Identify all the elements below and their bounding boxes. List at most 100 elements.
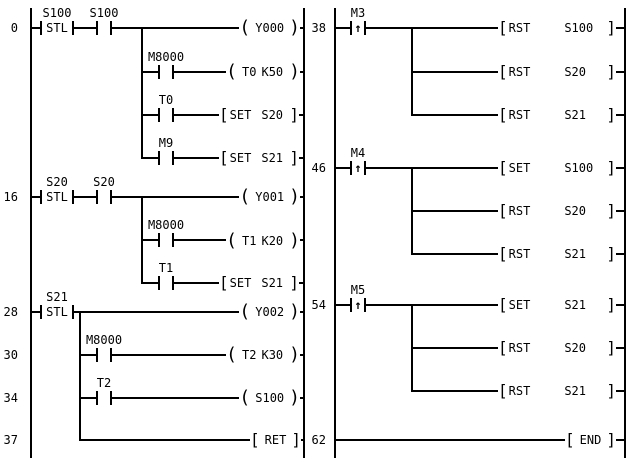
step-number: 28 [3, 305, 18, 319]
instruction-op: RST [508, 65, 531, 79]
contact-bar [158, 151, 160, 165]
contact-bar [158, 276, 160, 290]
coil-close-paren: ) [289, 344, 300, 365]
timer-coil[interactable]: ( T2 K30 ) [226, 345, 300, 365]
coil-close-paren: ) [289, 17, 300, 38]
set-instruction[interactable]: [ SET S100 ] [498, 158, 616, 178]
coil-open-paren: ( [239, 186, 251, 207]
contact-bar [172, 151, 174, 165]
rst-instruction[interactable]: [ RST S20 ] [498, 201, 616, 221]
set-instruction[interactable]: [ SET S21 ] [219, 148, 299, 168]
coil-close-paren: ) [289, 230, 300, 251]
instruction-operand: S21 [261, 151, 284, 165]
pulse-contact[interactable]: ↑ [350, 298, 366, 312]
bracket-open: [ [498, 381, 508, 400]
coil-close-paren: ) [289, 387, 300, 408]
output-coil[interactable]: ( Y001 ) [239, 187, 300, 207]
contact-bar [96, 190, 98, 204]
coil-close-paren: ) [289, 301, 300, 322]
set-instruction[interactable]: [ SET S21 ] [219, 273, 299, 293]
output-coil[interactable]: ( S100 ) [239, 388, 300, 408]
step-number: 37 [3, 433, 18, 447]
instruction-op: END [579, 433, 602, 447]
rst-instruction[interactable]: [ RST S21 ] [498, 105, 616, 125]
contact-gap [160, 233, 172, 247]
contact-bar [350, 298, 352, 312]
rst-instruction[interactable]: [ RST S20 ] [498, 62, 616, 82]
contact-bar [364, 298, 366, 312]
rst-instruction[interactable]: [ RST S20 ] [498, 338, 616, 358]
rising-pulse-icon: ↑ [352, 298, 364, 312]
rst-instruction[interactable]: [ RST S100 ] [498, 18, 616, 38]
instruction-op: SET [229, 276, 252, 290]
coil-open-paren: ( [226, 230, 238, 251]
step-number: 0 [10, 21, 18, 35]
wire [30, 196, 303, 198]
contact-label: M8000 [147, 218, 185, 232]
contact-bar [172, 108, 174, 122]
bracket-close: ] [606, 244, 616, 263]
no-contact[interactable] [96, 348, 112, 362]
contact-label: S20 [93, 175, 115, 189]
no-contact[interactable] [158, 276, 174, 290]
coil-close-paren: ) [289, 61, 300, 82]
contact-bar [364, 161, 366, 175]
bracket-open: [ [219, 148, 229, 167]
stl-contact[interactable]: STL [40, 190, 74, 204]
stl-contact[interactable]: STL [40, 305, 74, 319]
bracket-close: ] [606, 338, 616, 357]
contact-bar [110, 348, 112, 362]
contact-bar [40, 190, 42, 204]
no-contact[interactable] [158, 65, 174, 79]
coil-name: Y000 [255, 21, 285, 35]
wire [334, 304, 624, 306]
contact-bar [158, 233, 160, 247]
stl-symbol: STL [42, 305, 72, 319]
coil-open-paren: ( [226, 61, 238, 82]
pulse-contact[interactable]: ↑ [350, 161, 366, 175]
contact-gap [160, 151, 172, 165]
contact-label: M8000 [85, 333, 123, 347]
branch-line [141, 196, 143, 284]
no-contact[interactable] [96, 190, 112, 204]
set-instruction[interactable]: [ SET S20 ] [219, 105, 299, 125]
coil-name: T0 [242, 65, 257, 79]
contact-bar [40, 21, 42, 35]
timer-coil[interactable]: ( T1 K20 ) [226, 231, 300, 251]
no-contact[interactable] [96, 391, 112, 405]
end-instruction[interactable]: [ END ] [565, 430, 616, 450]
bracket-open: [ [498, 105, 508, 124]
bracket-open: [ [498, 201, 508, 220]
output-coil[interactable]: ( Y002 ) [239, 302, 300, 322]
instruction-op: RST [508, 247, 531, 261]
timer-coil[interactable]: ( T0 K50 ) [226, 62, 300, 82]
bracket-open: [ [498, 295, 508, 314]
coil-name: Y002 [255, 305, 285, 319]
instruction-operand: S21 [564, 108, 587, 122]
output-coil[interactable]: ( Y000 ) [239, 18, 300, 38]
bracket-close: ] [289, 148, 299, 167]
stl-symbol: STL [42, 21, 72, 35]
set-instruction[interactable]: [ SET S21 ] [498, 295, 616, 315]
bracket-open: [ [498, 244, 508, 263]
contact-bar [40, 305, 42, 319]
no-contact[interactable] [158, 151, 174, 165]
no-contact[interactable] [158, 108, 174, 122]
stl-contact[interactable]: STL [40, 21, 74, 35]
no-contact[interactable] [158, 233, 174, 247]
no-contact[interactable] [96, 21, 112, 35]
bracket-close: ] [291, 430, 301, 449]
ret-instruction[interactable]: [ RET ] [250, 430, 301, 450]
branch-line [411, 27, 413, 116]
rst-instruction[interactable]: [ RST S21 ] [498, 381, 616, 401]
rst-instruction[interactable]: [ RST S21 ] [498, 244, 616, 264]
instruction-op: RST [508, 108, 531, 122]
contact-bar [72, 190, 74, 204]
wire [334, 167, 624, 169]
step-number: 16 [3, 190, 18, 204]
branch-line [411, 167, 413, 255]
bracket-open: [ [498, 158, 508, 177]
rising-pulse-icon: ↑ [352, 21, 364, 35]
pulse-contact[interactable]: ↑ [350, 21, 366, 35]
branch-line [141, 27, 143, 159]
